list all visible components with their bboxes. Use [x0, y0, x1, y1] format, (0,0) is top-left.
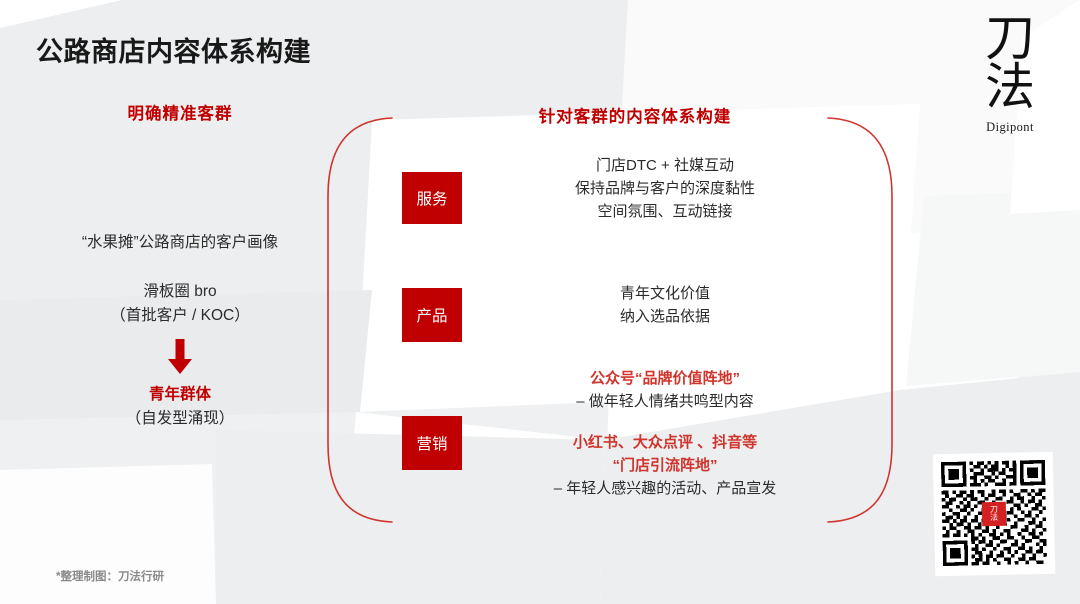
content-spacer: [455, 414, 875, 432]
brand-logo: 刀 法 Digipont: [962, 10, 1058, 135]
persona-title: “水果摊”公路商店的客户画像: [81, 234, 279, 251]
persona-detail: 滑板圈 bro （首批客户 / KOC）: [20, 280, 340, 328]
content-line: 纳入选品依据: [619, 307, 710, 325]
qr-logo-char-fa: 法: [989, 512, 999, 523]
content-line: 门店DTC + 社媒互动: [596, 157, 734, 174]
logo-char-dao: 刀: [985, 10, 1035, 66]
left-column-heading: 明确精准客群: [127, 105, 233, 123]
arrow-container: [20, 337, 340, 379]
content-block-marketing: 公众号“品牌价值阵地” – 做年轻人情绪共鸣型内容 小红书、大众点评 、抖音等 …: [455, 368, 875, 501]
content-line: 空间氛围、互动链接: [597, 202, 733, 220]
persona-line-2: （首批客户 / KOC）: [110, 307, 250, 325]
left-brace-icon: [327, 117, 393, 523]
down-arrow-icon: [168, 339, 192, 375]
page-title: 公路商店内容体系构建: [36, 37, 311, 67]
logo-latin-name: Digipont: [986, 120, 1034, 134]
outcome-title: 青年群体: [148, 386, 211, 404]
content-line: “门店引流阵地”: [612, 456, 718, 474]
left-column: 明确精准客群 “水果摊”公路商店的客户画像 滑板圈 bro （首批客户 / KO…: [20, 100, 340, 431]
content-block-product: 青年文化价值 纳入选品依据: [455, 283, 875, 329]
content-line: 保持品牌与客户的深度黏性: [574, 179, 755, 197]
persona-line-1: 滑板圈 bro: [143, 283, 217, 301]
content-line: 小红书、大众点评 、抖音等: [572, 433, 758, 451]
logo-char-fa: 法: [985, 58, 1035, 115]
content-line: 青年文化价值: [619, 285, 710, 302]
footer-credit: *整理制图：刀法行研: [56, 571, 164, 583]
right-brace-icon: [827, 117, 893, 523]
category-box-marketing[interactable]: 营销: [402, 416, 462, 470]
center-column-heading: 针对客群的内容体系构建: [538, 108, 732, 126]
content-block-service: 门店DTC + 社媒互动 保持品牌与客户的深度黏性 空间氛围、互动链接: [455, 155, 875, 224]
category-box-service[interactable]: 服务: [402, 172, 462, 224]
outcome-block: 青年群体 （自发型涌现）: [20, 383, 340, 431]
category-box-product[interactable]: 产品: [402, 288, 462, 342]
content-line: – 做年轻人情绪共鸣型内容: [576, 392, 754, 410]
content-line: – 年轻人感兴趣的活动、产品宣发: [553, 479, 777, 497]
qr-code[interactable]: 刀 法: [932, 451, 1056, 577]
content-line: 公众号“品牌价值阵地”: [589, 370, 740, 387]
qr-center-logo: 刀 法: [981, 501, 1007, 527]
outcome-subtitle: （自发型涌现）: [125, 410, 235, 428]
content-brackets: [327, 117, 893, 523]
